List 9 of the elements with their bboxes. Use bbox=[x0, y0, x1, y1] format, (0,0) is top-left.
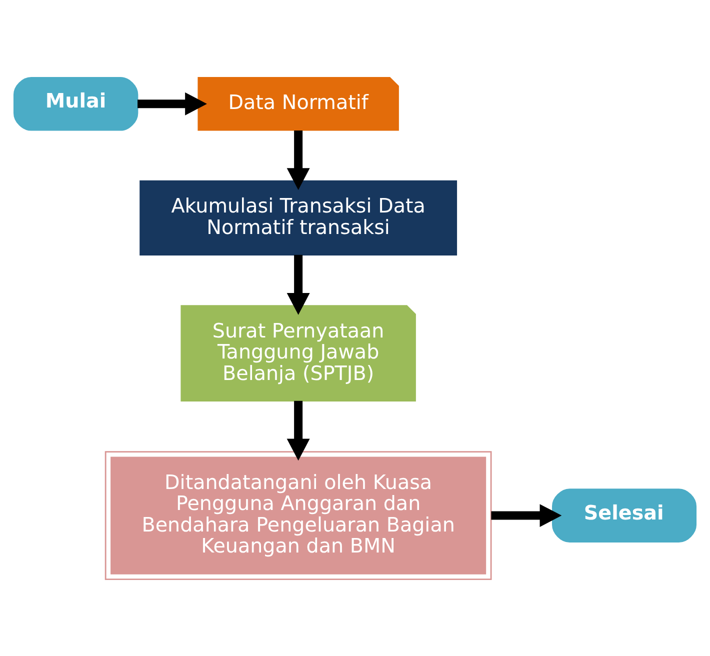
arrow bbox=[491, 504, 562, 527]
arrow bbox=[286, 254, 310, 314]
arrow bbox=[286, 400, 310, 460]
node-box: Selesai bbox=[552, 488, 697, 542]
arrow bbox=[138, 92, 207, 115]
arrow bbox=[286, 130, 310, 190]
node-box: Ditandatangani oleh Kuasa Pengguna Anggaran dan Bendahara Pengeluaran Bagian Keuangan dan BMN bbox=[104, 450, 492, 580]
node-box: Akumulasi Transaksi Data Normatif transaksi bbox=[140, 180, 458, 256]
node-box: Mulai bbox=[13, 76, 138, 130]
